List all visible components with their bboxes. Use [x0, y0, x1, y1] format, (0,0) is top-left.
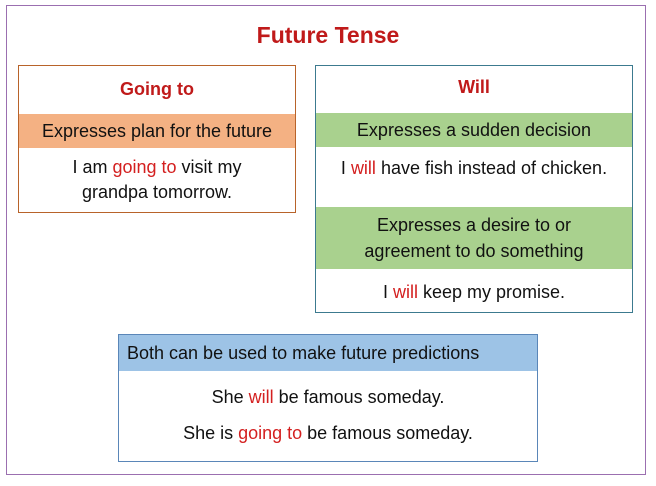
will-band-desire-line1: Expresses a desire to or [376, 215, 572, 235]
will-example2-pre: I [382, 282, 393, 302]
going-to-example-post: visit my [176, 157, 242, 177]
will-heading: Will [458, 77, 490, 97]
going-to-box: Going to Expresses plan for the future I… [18, 65, 296, 213]
diagram-frame [6, 5, 646, 475]
both-example2: She is going to be famous someday. [119, 420, 537, 446]
going-to-example-pre: I am [72, 157, 113, 177]
going-to-heading: Going to [120, 79, 194, 99]
will-box: Will Expresses a sudden decision I will … [315, 65, 633, 313]
will-example1-pre: I [340, 158, 351, 178]
going-to-example-highlight: going to [112, 157, 177, 177]
both-example2-pre: She is [183, 423, 239, 443]
will-example2: I will keep my promise. [316, 279, 632, 305]
both-example2-post: be famous someday. [302, 423, 473, 443]
will-example1: I will have fish instead of chicken. [316, 155, 632, 181]
will-example2-highlight: will [392, 282, 418, 302]
both-band: Both can be used to make future predicti… [119, 335, 537, 371]
will-band-desire-line2: agreement to do something [364, 241, 584, 261]
both-example1-pre: She [211, 387, 249, 407]
going-to-example-line2: grandpa tomorrow. [81, 182, 233, 202]
both-example1: She will be famous someday. [119, 384, 537, 410]
both-example1-highlight: will [248, 387, 274, 407]
will-example1-post: have fish instead of chicken. [375, 158, 608, 178]
both-example1-post: be famous someday. [273, 387, 445, 407]
will-band-desire: Expresses a desire to or agreement to do… [316, 207, 632, 269]
page-title: Future Tense [256, 22, 400, 48]
going-to-band: Expresses plan for the future [19, 114, 295, 148]
both-example2-highlight: going to [238, 423, 303, 443]
going-to-example: I am going to visit my [19, 154, 295, 180]
both-box: Both can be used to make future predicti… [118, 334, 538, 462]
will-band-sudden-decision: Expresses a sudden decision [316, 113, 632, 147]
will-example2-post: keep my promise. [417, 282, 566, 302]
will-example1-highlight: will [350, 158, 376, 178]
